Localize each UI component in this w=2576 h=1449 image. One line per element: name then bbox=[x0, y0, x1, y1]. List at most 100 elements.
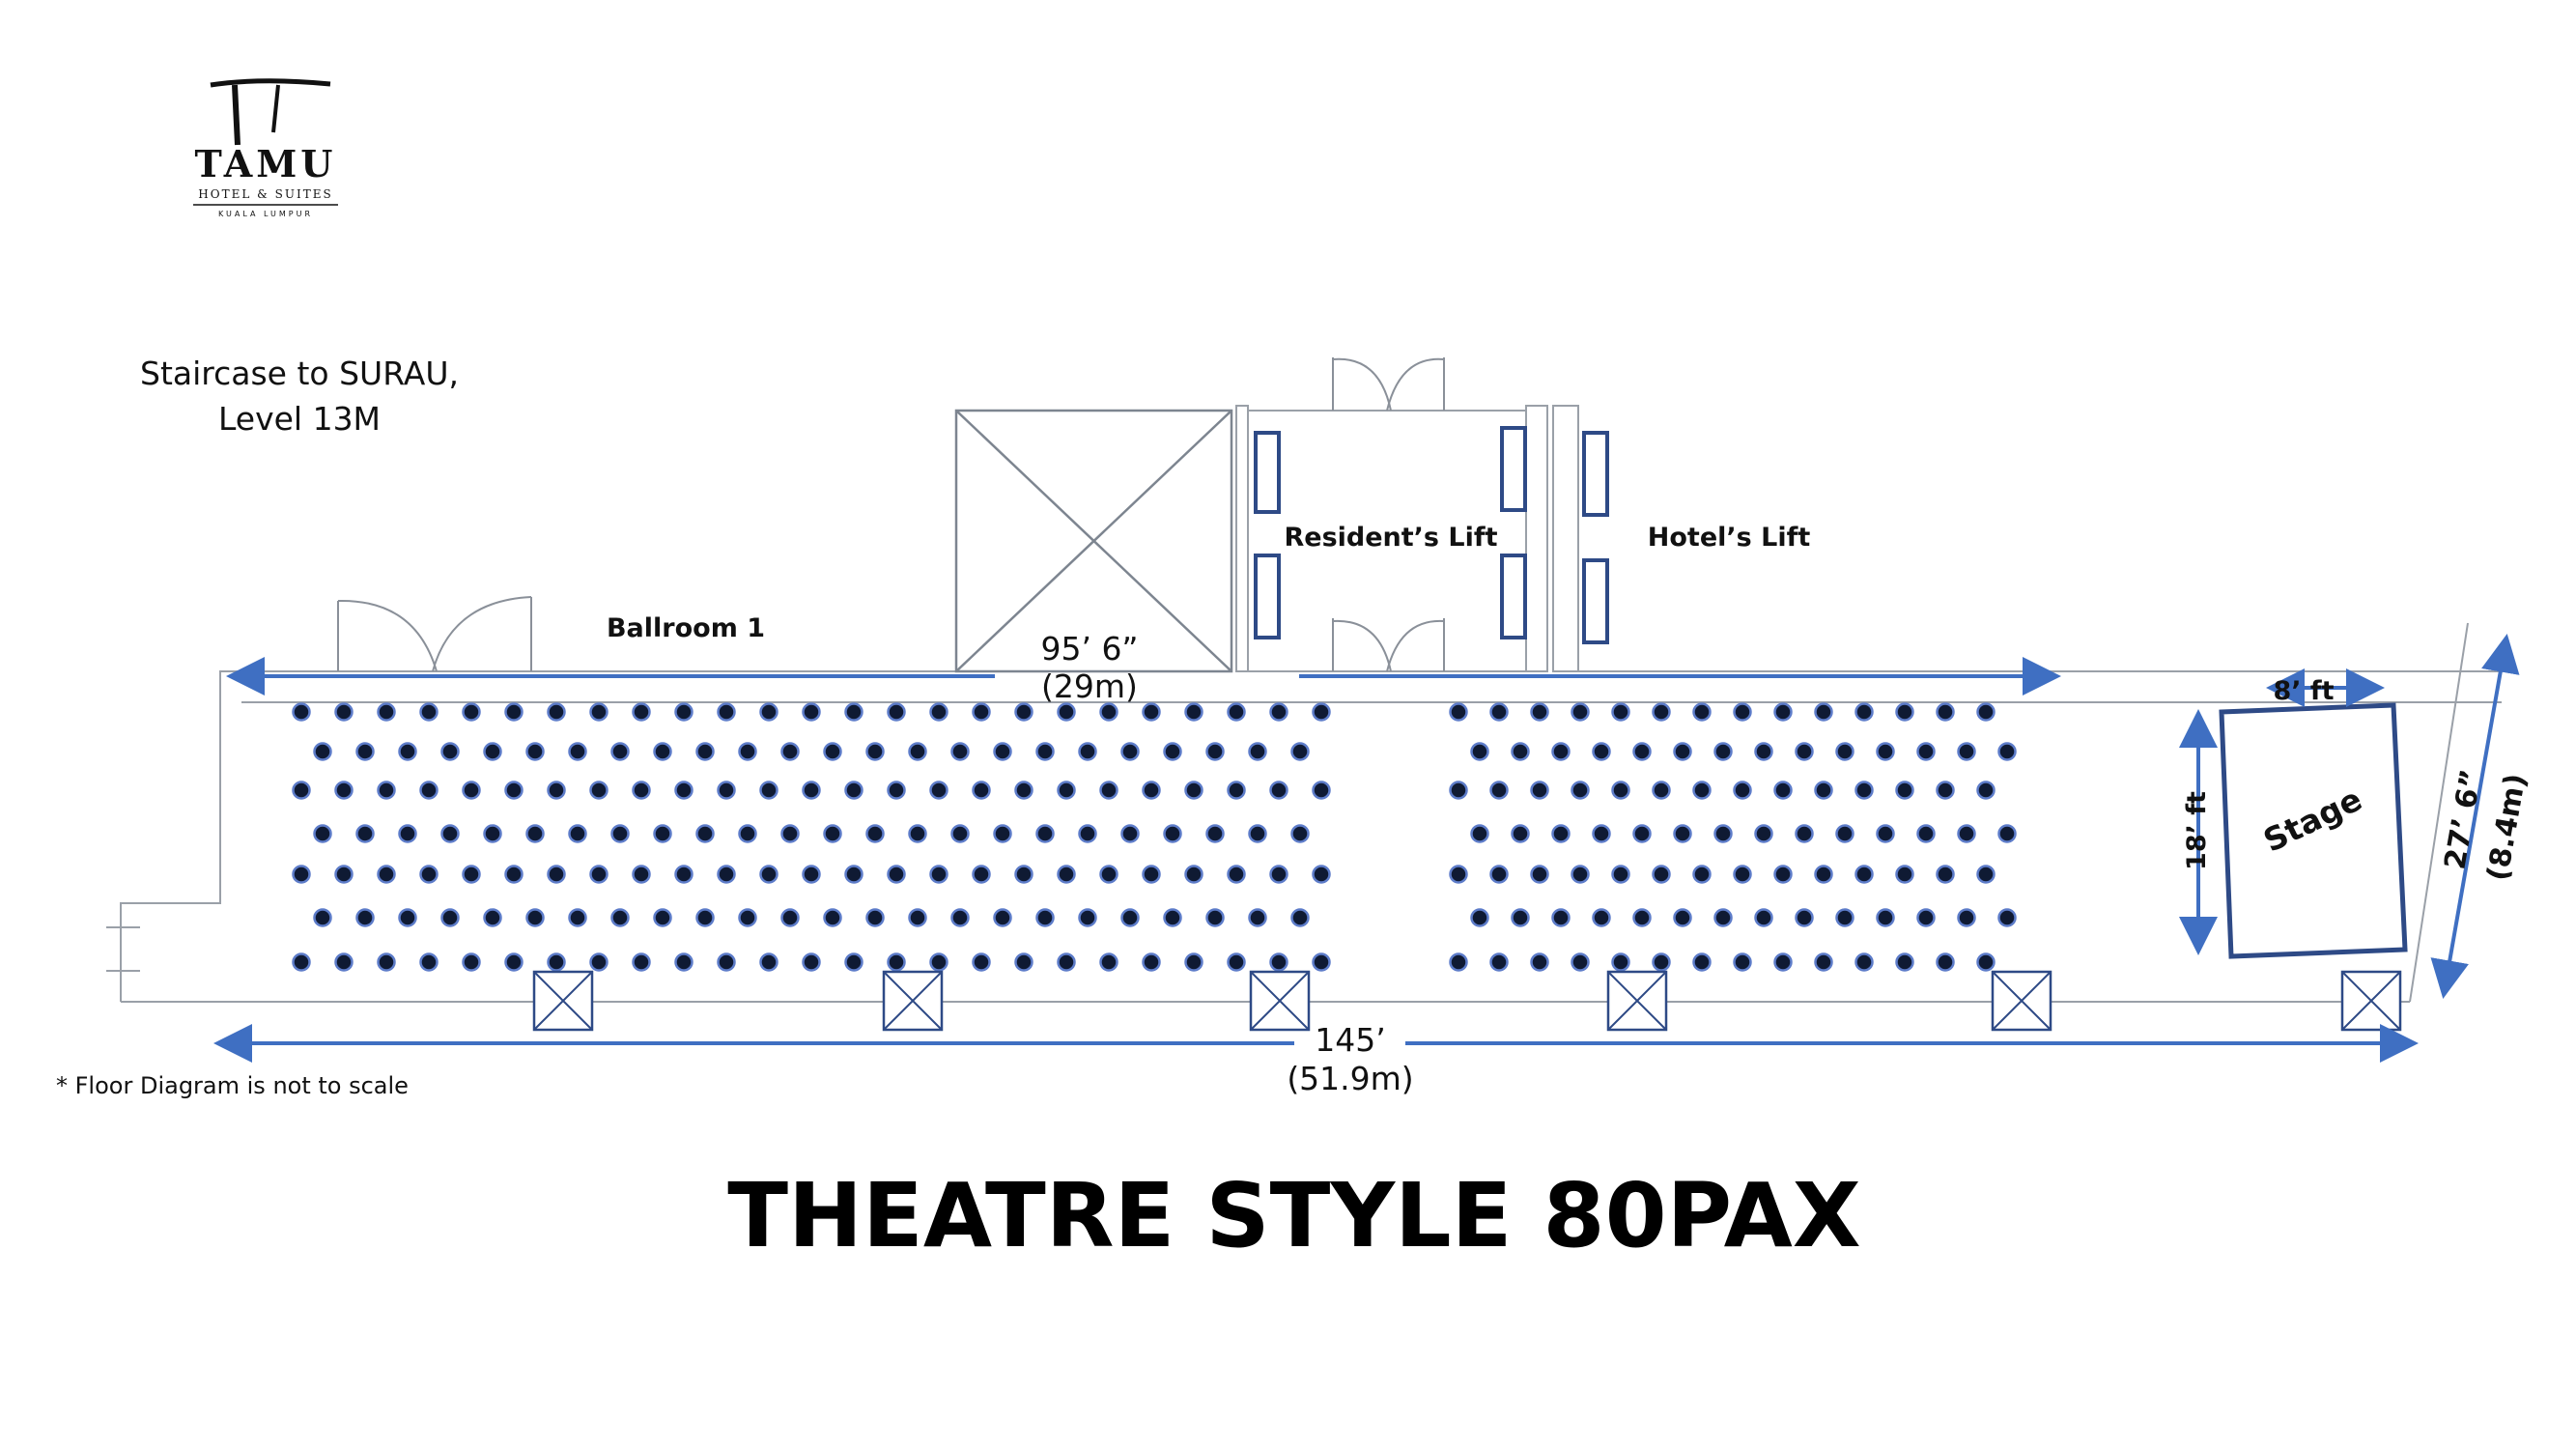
chair-dot bbox=[1611, 781, 1630, 800]
chair-dot bbox=[1449, 865, 1468, 884]
chair-dot bbox=[1936, 781, 1955, 800]
chair-dot bbox=[1489, 952, 1509, 972]
chair-dot bbox=[1957, 824, 1976, 843]
chair-dot bbox=[802, 865, 821, 884]
chair-dot bbox=[568, 742, 587, 761]
chair-dot bbox=[1120, 742, 1140, 761]
chair-dot bbox=[1814, 702, 1833, 722]
chair-dot bbox=[972, 865, 991, 884]
chair-dot bbox=[1312, 865, 1331, 884]
room-walls bbox=[106, 622, 2502, 1003]
chair-dot bbox=[1227, 702, 1246, 722]
chair-dot bbox=[1936, 702, 1955, 722]
chair-dot bbox=[1692, 865, 1712, 884]
stage-platform: Stage bbox=[2219, 702, 2408, 959]
chair-dot bbox=[1057, 702, 1076, 722]
lobby-top-door-icon bbox=[1332, 357, 1445, 412]
chair-dot bbox=[844, 865, 863, 884]
ballroom-label: Ballroom 1 bbox=[607, 613, 765, 643]
chair-dot bbox=[1611, 865, 1630, 884]
chair-dot bbox=[1269, 865, 1288, 884]
chair-dot bbox=[1057, 781, 1076, 800]
chair-dot bbox=[1854, 781, 1874, 800]
chair-dot bbox=[377, 781, 396, 800]
chair-dot bbox=[1014, 952, 1033, 972]
chair-dot bbox=[589, 781, 609, 800]
chair-dot bbox=[1976, 781, 1996, 800]
staircase-label-line2: Level 13M bbox=[218, 400, 381, 438]
dimension-stage-width: 8’ ft bbox=[2266, 668, 2385, 707]
chair-dot bbox=[1489, 702, 1509, 722]
chair-dot bbox=[1997, 742, 2017, 761]
chair-dot bbox=[695, 908, 715, 927]
chair-dot bbox=[483, 742, 502, 761]
chair-dot bbox=[1142, 781, 1161, 800]
chair-dot bbox=[1957, 908, 1976, 927]
chair-dot bbox=[865, 908, 885, 927]
chair-dot bbox=[1099, 702, 1118, 722]
chair-dot bbox=[483, 824, 502, 843]
chair-dot bbox=[1035, 908, 1055, 927]
chair-dot bbox=[292, 702, 311, 722]
chair-dot bbox=[462, 781, 481, 800]
chair-dot bbox=[1733, 781, 1752, 800]
chair-dot bbox=[1652, 952, 1671, 972]
staircase-shaft-icon bbox=[954, 409, 1233, 673]
chair-dot bbox=[1632, 824, 1652, 843]
chair-dot bbox=[1205, 742, 1225, 761]
chair-dot bbox=[887, 952, 906, 972]
chair-dot bbox=[844, 702, 863, 722]
chair-dot bbox=[440, 742, 460, 761]
chair-dot bbox=[929, 865, 948, 884]
chair-dot bbox=[1835, 742, 1854, 761]
staircase-label-line1: Staircase to SURAU, bbox=[140, 355, 459, 392]
chair-dot bbox=[398, 908, 417, 927]
residents-lift-label: Resident’s Lift bbox=[1284, 523, 1497, 553]
chair-dot bbox=[1248, 742, 1267, 761]
chair-dot bbox=[632, 952, 651, 972]
total-length-imperial: 145’ bbox=[1315, 1021, 1385, 1059]
chair-dot bbox=[759, 781, 778, 800]
chair-dot bbox=[1489, 865, 1509, 884]
page-title: THEATRE STYLE 80PAX bbox=[727, 1164, 1860, 1267]
chair-dot bbox=[717, 952, 736, 972]
chair-dot bbox=[759, 952, 778, 972]
chair-dot bbox=[1184, 865, 1203, 884]
chair-dot bbox=[1611, 702, 1630, 722]
chair-dot bbox=[823, 824, 842, 843]
chair-dot bbox=[1876, 824, 1895, 843]
chair-dot bbox=[462, 865, 481, 884]
chair-dot bbox=[1854, 952, 1874, 972]
chair-dot bbox=[1673, 742, 1692, 761]
chair-dot bbox=[1269, 702, 1288, 722]
chair-dot bbox=[1205, 908, 1225, 927]
chair-dot bbox=[1814, 952, 1833, 972]
chair-dot bbox=[525, 742, 545, 761]
chair-dot bbox=[1835, 908, 1854, 927]
chair-dot bbox=[887, 865, 906, 884]
total-length-metric: (51.9m) bbox=[1287, 1060, 1413, 1097]
chair-dot bbox=[1692, 781, 1712, 800]
chair-dot bbox=[1530, 781, 1549, 800]
chair-dot bbox=[1205, 824, 1225, 843]
chair-dot bbox=[759, 702, 778, 722]
chair-dot bbox=[1290, 824, 1310, 843]
chair-dot bbox=[674, 865, 694, 884]
chair-dot bbox=[1876, 742, 1895, 761]
chair-dot bbox=[1511, 824, 1530, 843]
chair-dot bbox=[1470, 824, 1489, 843]
chair-dot bbox=[802, 781, 821, 800]
chair-dot bbox=[1078, 908, 1097, 927]
chair-dot bbox=[355, 742, 375, 761]
chair-dot bbox=[1227, 865, 1246, 884]
chair-dot bbox=[547, 702, 566, 722]
chair-dot bbox=[908, 908, 927, 927]
chair-dot bbox=[1916, 908, 1936, 927]
chair-dot bbox=[1592, 908, 1611, 927]
chair-dot bbox=[1795, 824, 1814, 843]
chair-dot bbox=[1530, 702, 1549, 722]
chair-dot bbox=[1592, 742, 1611, 761]
room-depth-metric: (8.4m) bbox=[2481, 771, 2534, 883]
chair-dot bbox=[1632, 742, 1652, 761]
logo-mark-icon bbox=[210, 78, 331, 146]
